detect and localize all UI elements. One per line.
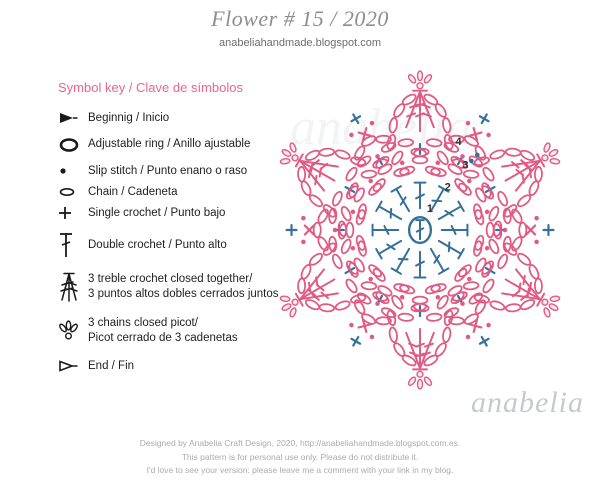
slip-stitch-mark — [469, 158, 474, 164]
key-item-single-crochet: Single crochet / Punto bajo — [58, 206, 293, 221]
key-item-label: End / Fin — [88, 359, 135, 372]
round-label-4: 4 — [456, 136, 462, 148]
blog-url: anabeliahandmade.blogspot.com — [218, 37, 382, 49]
key-item-label2: Picot cerrado de 3 cadenetas — [88, 331, 238, 344]
key-item-label2: 3 puntos altos dobles cerrados juntos — [88, 288, 279, 301]
key-item-treble-cluster: 3 treble crochet closed together/ 3 punt… — [58, 272, 293, 303]
symbol-key-heading: Symbol key / Clave de símbolos — [58, 80, 243, 95]
key-item-label: 3 chains closed picot/ — [88, 316, 198, 329]
round-label-3: 3 — [462, 160, 468, 172]
picot-icon — [58, 319, 88, 343]
single-crochet-icon — [58, 206, 88, 220]
adjustable-ring-icon — [58, 137, 88, 153]
key-item-chain: Chain / Cadeneta — [58, 185, 293, 200]
footer-line-1: Designed by Anabelia Craft Design, 2020,… — [139, 438, 461, 449]
end-icon — [58, 359, 88, 373]
key-item-label: Chain / Cadeneta — [88, 185, 178, 198]
key-item-beginning: Beginnig / Inicio — [58, 111, 293, 126]
key-item-picot: 3 chains closed picot/ Picot cerrado de … — [58, 316, 293, 346]
footer-line-2: This pattern is for personal use only. P… — [181, 451, 419, 462]
round-label-1: 1 — [427, 203, 433, 215]
key-item-label: Double crochet / Punto alto — [88, 238, 227, 251]
key-item-label: Beginnig / Inicio — [88, 112, 170, 124]
page-title: Flower # 15 / 2020 — [211, 6, 389, 31]
center-adjustable-ring — [407, 215, 433, 245]
round-labels: 1 2 3 4 — [427, 136, 469, 215]
key-item-slip-stitch: Slip stitch / Punto enano o raso — [58, 164, 293, 179]
crochet-chart: 1 2 3 4 — [252, 62, 588, 402]
key-item-double-crochet: Double crochet / Punto alto — [58, 232, 293, 259]
anabelia-signature: anabelia — [471, 386, 584, 419]
footer-line-3: I'd love to see your version: please lea… — [146, 464, 454, 475]
double-crochet-icon — [58, 232, 88, 259]
key-item-label: Single crochet / Punto bajo — [88, 206, 226, 219]
treble-cluster-icon — [58, 272, 88, 303]
round-label-2: 2 — [445, 181, 451, 193]
chain-icon — [58, 187, 88, 197]
slip-stitch-mark — [475, 152, 480, 158]
key-item-label: Slip stitch / Punto enano o raso — [88, 164, 248, 177]
beginning-icon — [58, 111, 88, 125]
symbol-key: Symbol key / Clave de símbolos Beginnig … — [58, 80, 293, 385]
key-item-end: End / Fin — [58, 359, 293, 374]
footer: Designed by Anabelia Craft Design, 2020,… — [0, 437, 600, 477]
key-item-label: Adjustable ring / Anillo ajustable — [88, 138, 251, 151]
slip-stitch-icon — [58, 166, 88, 176]
key-item-adjustable-ring: Adjustable ring / Anillo ajustable — [58, 137, 293, 153]
key-item-label: 3 treble crochet closed together/ — [88, 273, 253, 286]
